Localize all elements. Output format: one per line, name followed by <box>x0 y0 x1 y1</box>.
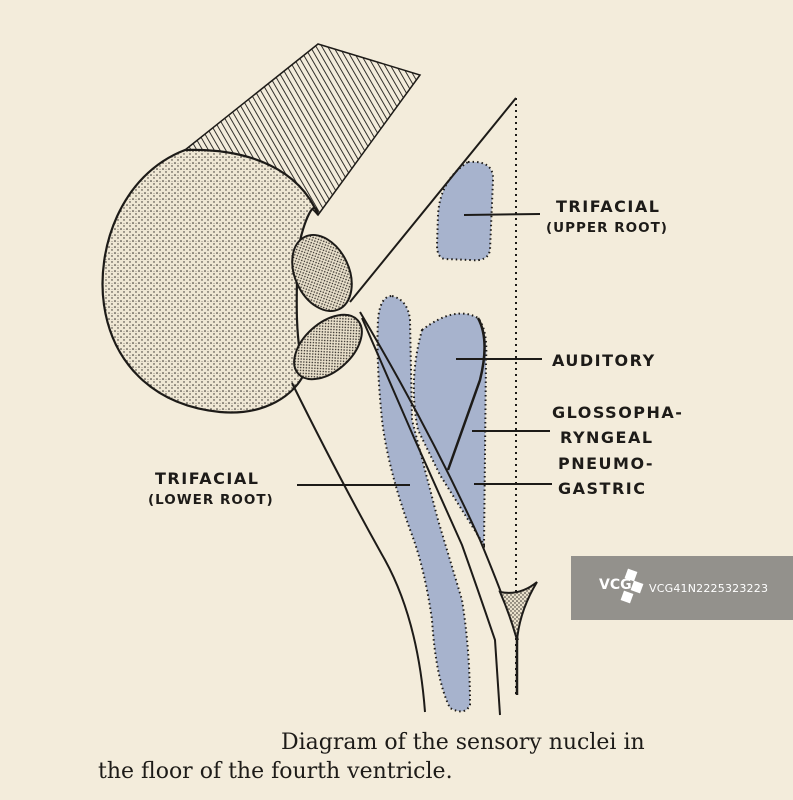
label-glossopharyngeal-1: GLOSSOPHA- <box>552 403 683 422</box>
nodule-upper <box>291 233 353 313</box>
nodule-lower <box>293 313 363 381</box>
caption-line-1: Diagram of the sensory nuclei in <box>281 730 645 755</box>
trifacial-lower-nucleus <box>376 294 472 713</box>
ganglion-mass <box>101 148 320 414</box>
label-trifacial-upper-sub: (UPPER ROOT) <box>546 220 668 236</box>
calamus-point <box>498 581 538 641</box>
watermark-brand: VCG <box>599 577 632 593</box>
ventricle-upper-line <box>349 97 517 303</box>
label-trifacial-upper: TRIFACIAL <box>556 197 660 216</box>
trifacial-upper-nucleus <box>435 160 495 262</box>
label-trifacial-lower: TRIFACIAL <box>155 469 259 488</box>
watermark-logo: VCG <box>571 556 649 620</box>
label-glossopharyngeal-2: RYNGEAL <box>560 428 654 447</box>
inner-boundary <box>361 317 501 716</box>
label-trifacial-lower-sub: (LOWER ROOT) <box>148 492 274 508</box>
caption-line-2: the floor of the fourth ventricle. <box>98 759 453 784</box>
label-pneumogastric-2: GASTRIC <box>558 479 646 498</box>
stock-watermark: VCG VCG41N2225323223 <box>571 556 793 620</box>
watermark-code: VCG41N2225323223 <box>649 581 769 595</box>
pinwheel-icon <box>620 568 644 604</box>
auditory-edge <box>446 317 486 471</box>
leader-trifacial-upper <box>463 213 541 216</box>
outer-boundary <box>291 382 426 713</box>
auditory-nucleus <box>412 312 488 549</box>
figure-caption: Diagram of the sensory nuclei in the flo… <box>98 728 645 786</box>
label-pneumogastric-1: PNEUMO- <box>558 454 654 473</box>
label-auditory: AUDITORY <box>552 351 656 370</box>
